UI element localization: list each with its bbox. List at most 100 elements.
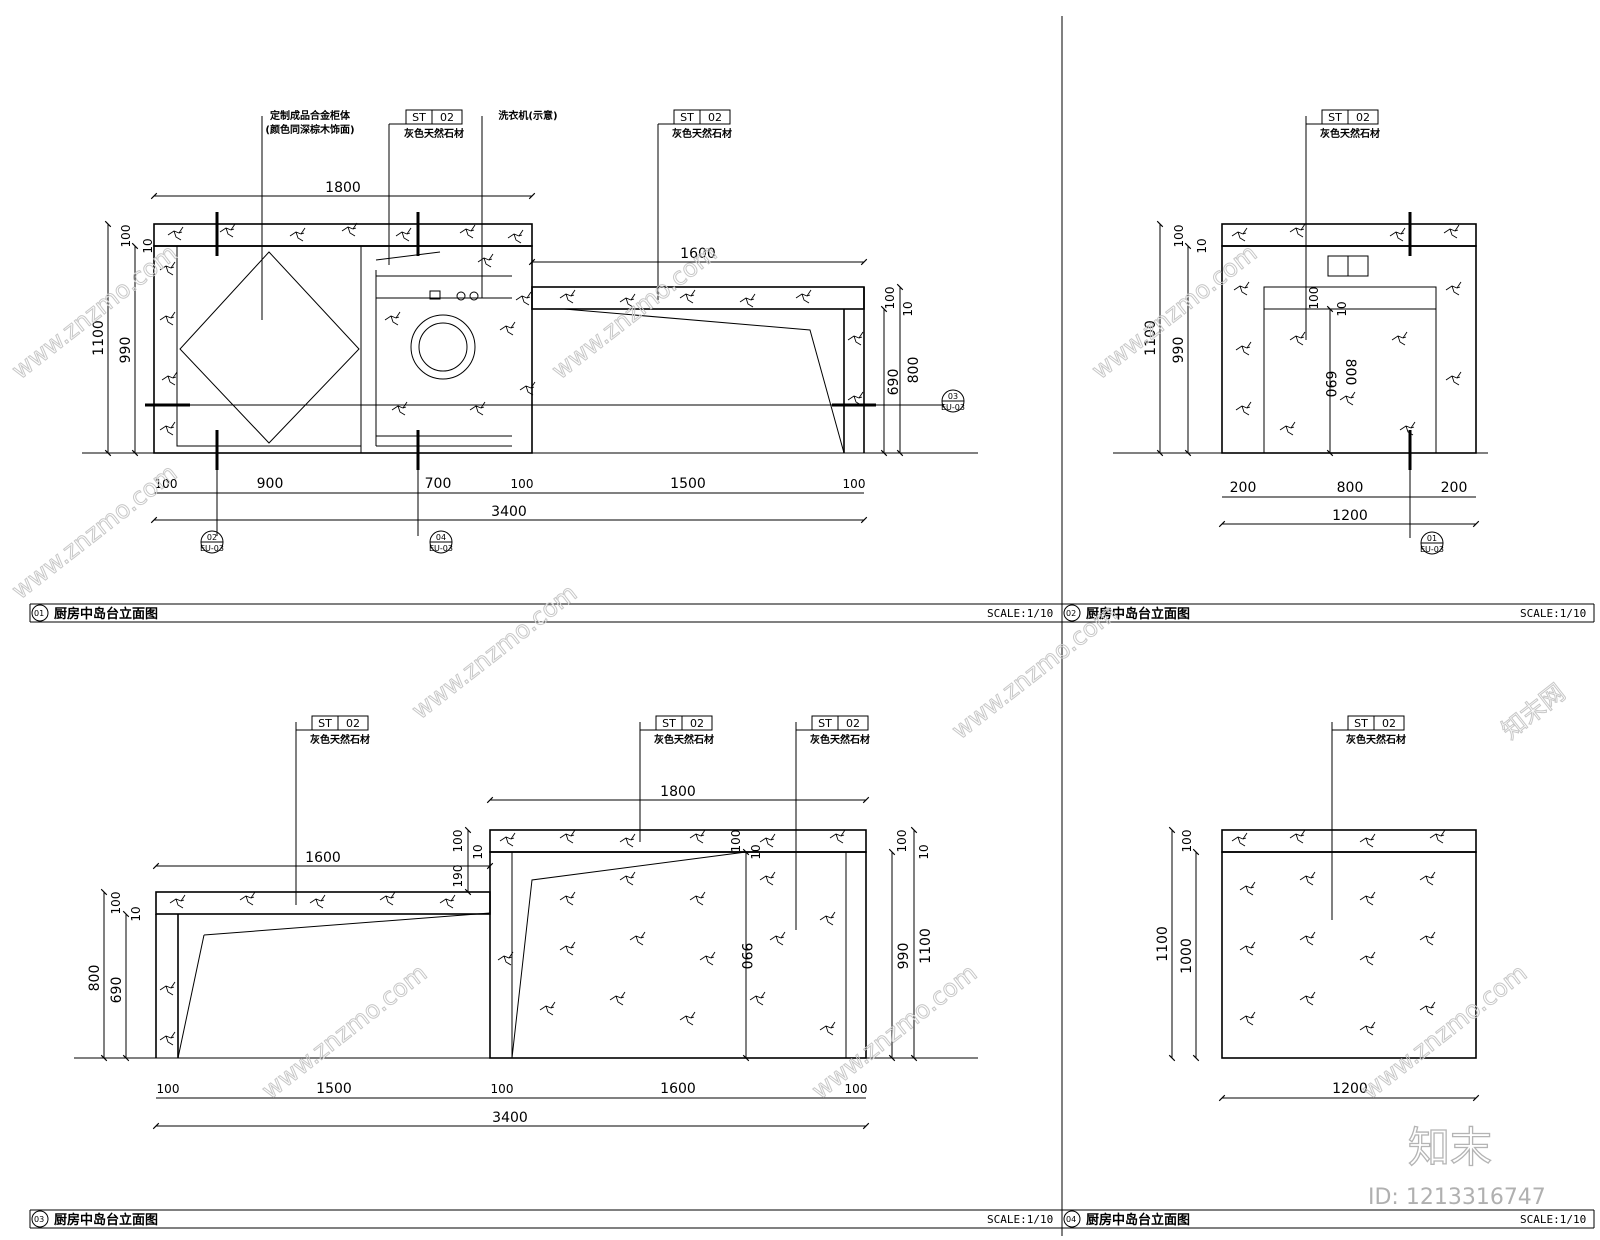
- svg-text:100: 100: [1172, 225, 1186, 248]
- svg-text:www.znzmo.com: www.znzmo.com: [946, 599, 1122, 745]
- svg-text:ST: ST: [818, 717, 832, 730]
- svg-text:ST: ST: [318, 717, 332, 730]
- svg-text:100: 100: [845, 1082, 868, 1096]
- svg-text:02: 02: [440, 111, 454, 124]
- svg-text:10: 10: [917, 844, 931, 859]
- svg-text:灰色天然石材: 灰色天然石材: [810, 733, 870, 746]
- svg-text:10: 10: [1335, 301, 1349, 316]
- svg-text:800: 800: [1342, 359, 1358, 386]
- svg-text:3400: 3400: [492, 1110, 528, 1126]
- svg-text:02: 02: [346, 717, 360, 730]
- cabinet-door: [176, 245, 362, 447]
- svg-text:www.znzmo.com: www.znzmo.com: [6, 459, 182, 605]
- island-leg-slope: [563, 308, 845, 454]
- panel-01-title-bar: 01 厨房中岛台立面图 SCALE:1/10: [31, 604, 1053, 622]
- svg-text:02: 02: [846, 717, 860, 730]
- svg-text:ST: ST: [680, 111, 694, 124]
- svg-text:690: 690: [1322, 371, 1338, 398]
- svg-text:200: 200: [1441, 480, 1468, 496]
- svg-text:100: 100: [157, 1082, 180, 1096]
- svg-text:800: 800: [1337, 480, 1364, 496]
- svg-text:990: 990: [118, 337, 134, 364]
- svg-text:02: 02: [690, 717, 704, 730]
- svg-text:200: 200: [1230, 480, 1257, 496]
- svg-text:02: 02: [1356, 111, 1370, 124]
- panel-02-title: 厨房中岛台立面图: [1086, 606, 1190, 622]
- marble-texture-04: [1231, 829, 1446, 1036]
- svg-text:灰色天然石材: 灰色天然石材: [1320, 127, 1380, 140]
- svg-text:1100: 1100: [1155, 926, 1171, 962]
- svg-text:900: 900: [257, 476, 284, 492]
- svg-text:3400: 3400: [491, 504, 527, 520]
- svg-text:100: 100: [883, 287, 897, 310]
- svg-text:100: 100: [119, 225, 133, 248]
- panel-03-number: 03: [34, 1215, 44, 1224]
- svg-text:02: 02: [207, 533, 217, 542]
- panel-02-title-bar: 02 厨房中岛台立面图 SCALE:1/10: [1063, 604, 1586, 622]
- svg-text:灰色天然石材: 灰色天然石材: [672, 127, 732, 140]
- svg-text:1500: 1500: [316, 1081, 352, 1097]
- svg-text:ST: ST: [1354, 717, 1368, 730]
- svg-text:灰色天然石材: 灰色天然石材: [404, 127, 464, 140]
- svg-text:ST: ST: [662, 717, 676, 730]
- svg-text:100: 100: [729, 830, 743, 853]
- panel-03-title: 厨房中岛台立面图: [54, 1212, 158, 1228]
- svg-text:www.znzmo.com: www.znzmo.com: [6, 239, 182, 385]
- svg-text:www.znzmo.com: www.znzmo.com: [1356, 959, 1532, 1105]
- svg-text:1600: 1600: [660, 1081, 696, 1097]
- panel-04-number: 04: [1066, 1215, 1076, 1224]
- svg-text:1200: 1200: [1332, 1081, 1368, 1097]
- svg-text:10: 10: [1195, 238, 1209, 253]
- svg-text:10: 10: [141, 238, 155, 253]
- svg-text:02: 02: [1382, 717, 1396, 730]
- island-top: [531, 286, 865, 310]
- svg-text:100: 100: [451, 830, 465, 853]
- svg-text:(颜色同深棕木饰面): (颜色同深棕木饰面): [265, 123, 354, 136]
- svg-text:灰色天然石材: 灰色天然石材: [1346, 733, 1406, 746]
- svg-text:100: 100: [109, 892, 123, 915]
- svg-text:990: 990: [896, 943, 912, 970]
- brand-logo: 知末: [1408, 1123, 1492, 1172]
- svg-text:100: 100: [1307, 287, 1321, 310]
- svg-text:100: 100: [511, 477, 534, 491]
- svg-text:800: 800: [87, 965, 103, 992]
- panel-01-scale: SCALE:1/10: [987, 607, 1053, 620]
- elevation-02: ST 02 灰色天然石材 1100 990 100 10 690 800 100…: [1113, 109, 1488, 555]
- svg-text:1600: 1600: [305, 850, 341, 866]
- svg-text:690: 690: [109, 977, 125, 1004]
- panel-03-scale: SCALE:1/10: [987, 1213, 1053, 1226]
- svg-text:10: 10: [901, 301, 915, 316]
- svg-text:www.znzmo.com: www.znzmo.com: [806, 959, 982, 1105]
- svg-text:EU-03: EU-03: [941, 403, 965, 412]
- svg-text:190: 190: [451, 865, 465, 888]
- svg-text:02: 02: [708, 111, 722, 124]
- svg-text:www.znzmo.com: www.znzmo.com: [406, 579, 582, 725]
- svg-text:洗衣机(示意): 洗衣机(示意): [498, 109, 557, 122]
- svg-text:定制成品合金柜体: 定制成品合金柜体: [270, 109, 351, 122]
- svg-text:01: 01: [1427, 534, 1437, 543]
- panel-03-title-bar: 03 厨房中岛台立面图 SCALE:1/10: [31, 1210, 1053, 1228]
- svg-text:EU-03: EU-03: [200, 544, 224, 553]
- svg-text:知末网: 知末网: [1496, 678, 1570, 744]
- svg-text:700: 700: [425, 476, 452, 492]
- svg-text:990: 990: [1171, 337, 1187, 364]
- svg-text:1100: 1100: [91, 320, 107, 356]
- washer-machine: [375, 251, 512, 447]
- panel-01-title: 厨房中岛台立面图: [54, 606, 158, 622]
- svg-text:ST: ST: [412, 111, 426, 124]
- svg-text:1800: 1800: [325, 180, 361, 196]
- marble-texture-01: [159, 222, 864, 436]
- marble-texture-03: [159, 829, 846, 1046]
- svg-text:10: 10: [749, 844, 763, 859]
- svg-text:690: 690: [886, 369, 902, 396]
- svg-text:ST: ST: [1328, 111, 1342, 124]
- svg-text:灰色天然石材: 灰色天然石材: [310, 733, 370, 746]
- elevation-01: 1800 1600 1100 990 100 10 800 690 100 10…: [82, 109, 978, 554]
- panel-04-title: 厨房中岛台立面图: [1086, 1212, 1190, 1228]
- svg-text:100: 100: [155, 477, 178, 491]
- svg-text:1500: 1500: [670, 476, 706, 492]
- svg-text:10: 10: [471, 844, 485, 859]
- drawing-id: ID: 1213316747: [1368, 1185, 1546, 1210]
- panel-04-title-bar: 04 厨房中岛台立面图 SCALE:1/10: [1063, 1210, 1586, 1228]
